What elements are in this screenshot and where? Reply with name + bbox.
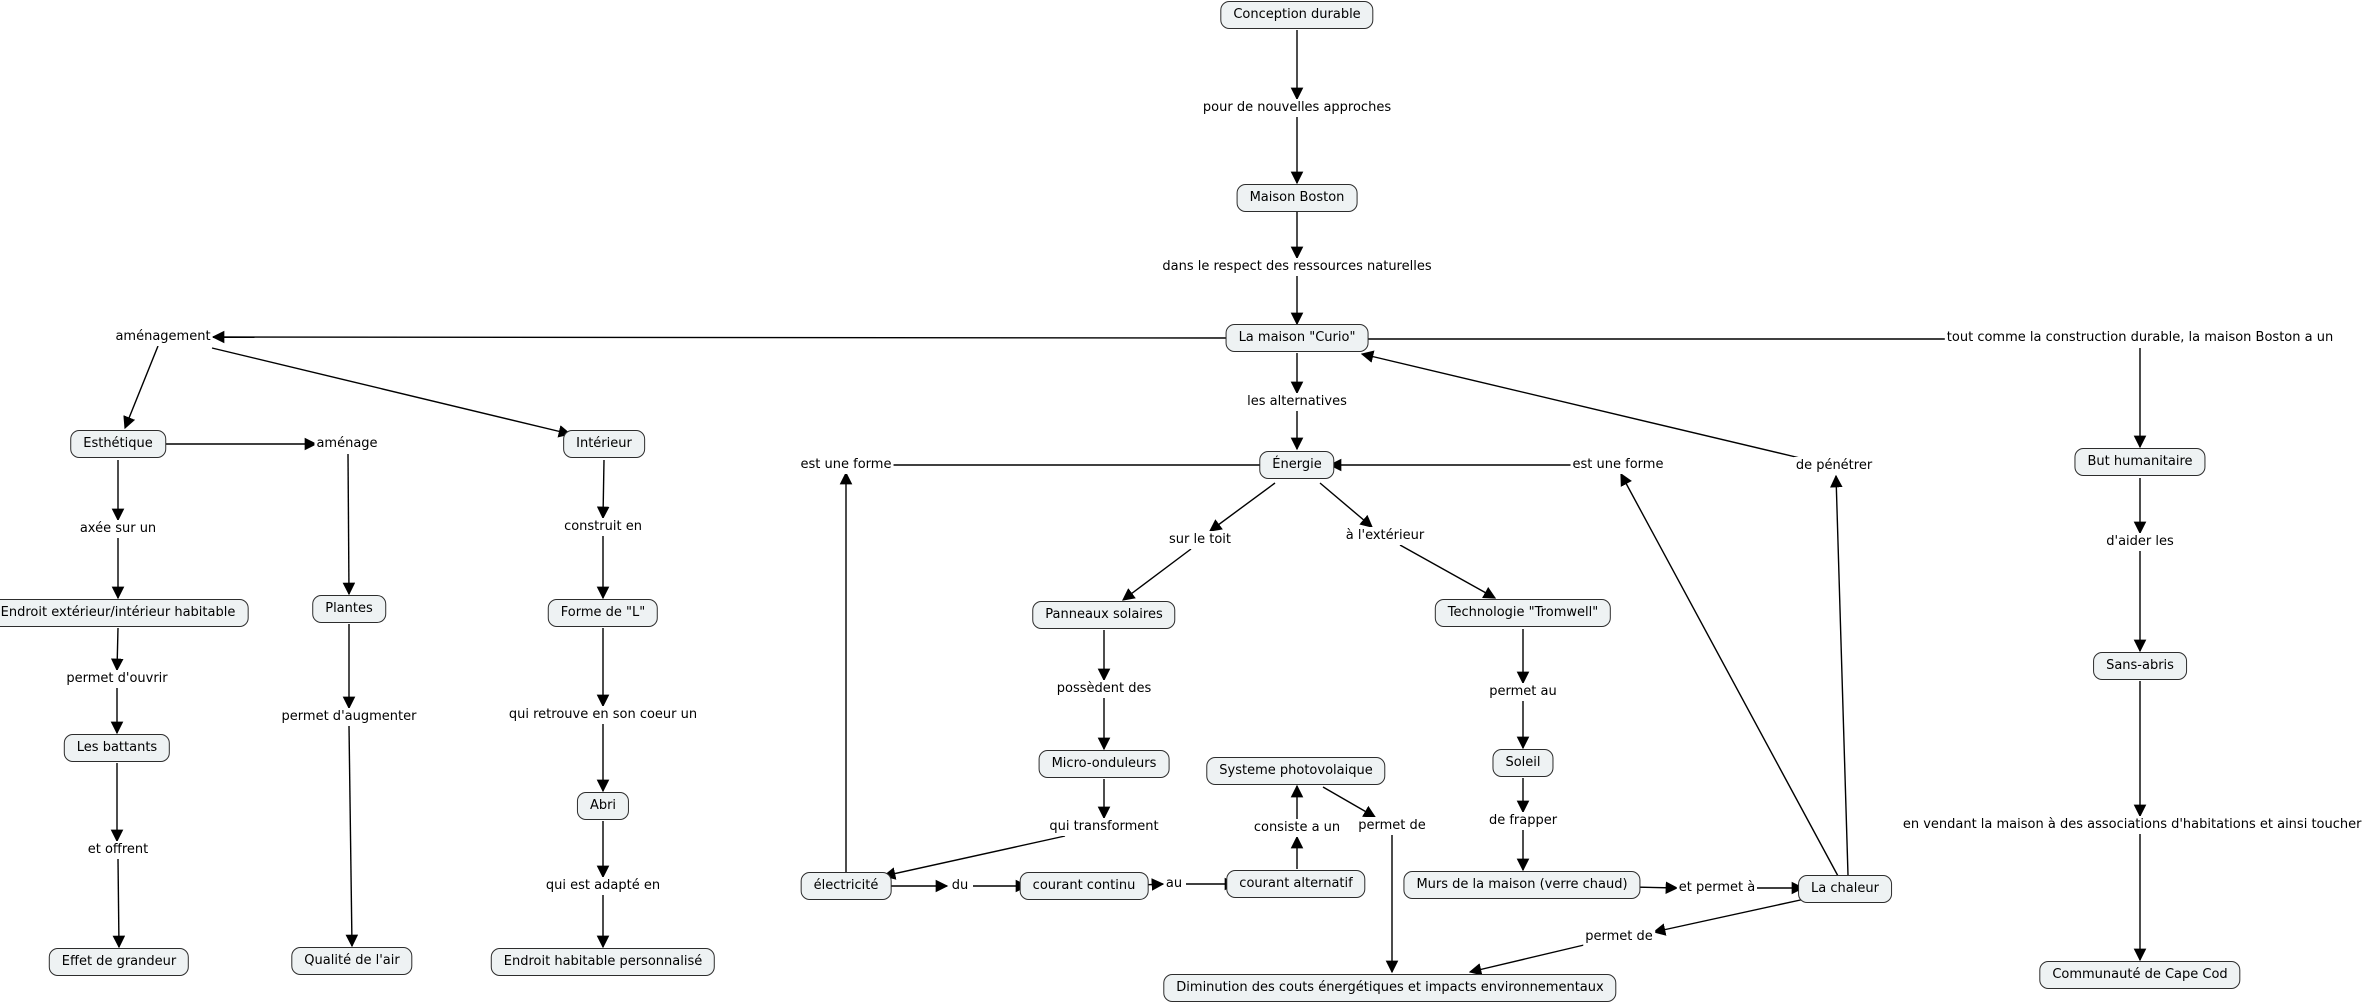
arrow-chaleur-to-forme-right [1620, 472, 1839, 877]
node-forme-l[interactable]: Forme de "L" [547, 599, 659, 627]
link-construit-en: construit en [562, 518, 644, 536]
link-amenagement: aménagement [113, 328, 213, 346]
node-courant-continu[interactable]: courant continu [1019, 872, 1149, 900]
link-est-une-forme-left: est une forme [798, 456, 894, 474]
arrow-chaleur-to-penetrer [1830, 474, 1849, 876]
node-maison-boston[interactable]: Maison Boston [1236, 184, 1358, 212]
link-pour-nouvelles-approches: pour de nouvelles approches [1200, 99, 1394, 117]
link-qui-transforment: qui transforment [1047, 818, 1161, 836]
link-et-permet-a: et permet à [1676, 879, 1758, 897]
arrow-permet-de2-to-diminution [1468, 944, 1585, 976]
link-de-frapper: de frapper [1486, 812, 1560, 830]
node-endroit-personnalise[interactable]: Endroit habitable personnalisé [490, 948, 716, 976]
node-abri[interactable]: Abri [576, 792, 630, 820]
arrow-augmenter-to-qualite [345, 725, 359, 948]
node-interieur[interactable]: Intérieur [563, 430, 645, 458]
link-permet-au: permet au [1487, 683, 1559, 701]
node-electricite[interactable]: électricité [800, 872, 892, 900]
node-diminution-couts[interactable]: Diminution des couts énergétiques et imp… [1163, 974, 1617, 1002]
node-soleil[interactable]: Soleil [1492, 749, 1554, 777]
arrow-toit-to-panneaux [1121, 548, 1192, 601]
arrow-curio-to-amenagement [211, 330, 1236, 344]
link-et-offrent: et offrent [85, 841, 151, 859]
link-sur-le-toit: sur le toit [1167, 531, 1233, 549]
node-les-battants[interactable]: Les battants [63, 734, 171, 762]
link-est-une-forme-right: est une forme [1570, 456, 1666, 474]
arrow-exterieur-to-tromwell [1399, 544, 1497, 599]
node-esthetique[interactable]: Esthétique [70, 430, 166, 458]
node-effet-grandeur[interactable]: Effet de grandeur [48, 948, 190, 976]
link-de-penetrer: de pénétrer [1793, 457, 1875, 475]
link-permet-de-2: permet de [1583, 928, 1655, 946]
arrow-transforment-to-electricite [882, 835, 1066, 880]
node-courant-alternatif[interactable]: courant alternatif [1226, 870, 1366, 898]
node-maison-curio[interactable]: La maison "Curio" [1225, 324, 1369, 352]
link-possedent-des: possèdent des [1054, 680, 1154, 698]
arrow-amenagement-to-esthetique [123, 345, 159, 430]
link-amenage: aménage [314, 435, 380, 453]
link-consiste-a-un: consiste a un [1251, 819, 1343, 837]
node-communaute-cape-cod[interactable]: Communauté de Cape Cod [2039, 961, 2241, 989]
link-adapte-en: qui est adapté en [543, 877, 663, 895]
node-plantes[interactable]: Plantes [312, 595, 386, 623]
arrow-interieur-to-construit [596, 459, 610, 520]
node-murs-maison[interactable]: Murs de la maison (verre chaud) [1403, 871, 1641, 899]
arrow-endroit-to-ouvrir [110, 627, 124, 672]
link-retrouve-coeur: qui retrouve en son coeur un [506, 706, 700, 724]
node-micro-onduleurs[interactable]: Micro-onduleurs [1038, 750, 1170, 778]
link-au: au [1163, 875, 1185, 893]
link-aider-les: d'aider les [2104, 533, 2176, 551]
node-sans-abris[interactable]: Sans-abris [2093, 652, 2187, 680]
link-respect-ressources: dans le respect des ressources naturelle… [1160, 258, 1434, 276]
link-permet-ouvrir: permet d'ouvrir [64, 670, 170, 688]
arrow-amenage-to-plantes [342, 453, 356, 596]
link-tout-comme: tout comme la construction durable, la m… [1944, 329, 2336, 347]
node-qualite-air[interactable]: Qualité de l'air [291, 947, 413, 975]
arrow-systeme-to-permet-de [1322, 786, 1377, 818]
node-panneaux-solaires[interactable]: Panneaux solaires [1032, 601, 1176, 629]
arrow-amenagement-to-interieur [211, 347, 572, 438]
link-permet-augmenter: permet d'augmenter [279, 708, 419, 726]
node-technologie-tromwell[interactable]: Technologie "Tromwell" [1434, 599, 1612, 627]
link-permet-de-1: permet de [1356, 817, 1428, 835]
node-energie[interactable]: Énergie [1259, 451, 1335, 479]
link-en-vendant: en vendant la maison à des associations … [1900, 816, 2363, 834]
arrow-energie-to-exterieur [1319, 482, 1373, 528]
arrow-energie-to-toit [1208, 482, 1276, 532]
node-but-humanitaire[interactable]: But humanitaire [2074, 448, 2206, 476]
link-les-alternatives: les alternatives [1245, 393, 1349, 411]
link-du: du [949, 877, 971, 895]
node-la-chaleur[interactable]: La chaleur [1798, 875, 1892, 903]
arrow-chaleur-to-permet-de2 [1652, 898, 1806, 936]
arrow-penetrer-to-curio [1360, 350, 1801, 459]
arrow-offrent-to-grandeur [112, 858, 126, 949]
node-endroit-exterieur[interactable]: Endroit extérieur/intérieur habitable [0, 599, 249, 627]
link-axee-sur-un: axée sur un [77, 520, 159, 538]
node-conception-durable[interactable]: Conception durable [1220, 1, 1374, 29]
link-a-exterieur: à l'extérieur [1343, 527, 1427, 545]
node-systeme-photovolaique[interactable]: Systeme photovolaique [1206, 757, 1386, 785]
